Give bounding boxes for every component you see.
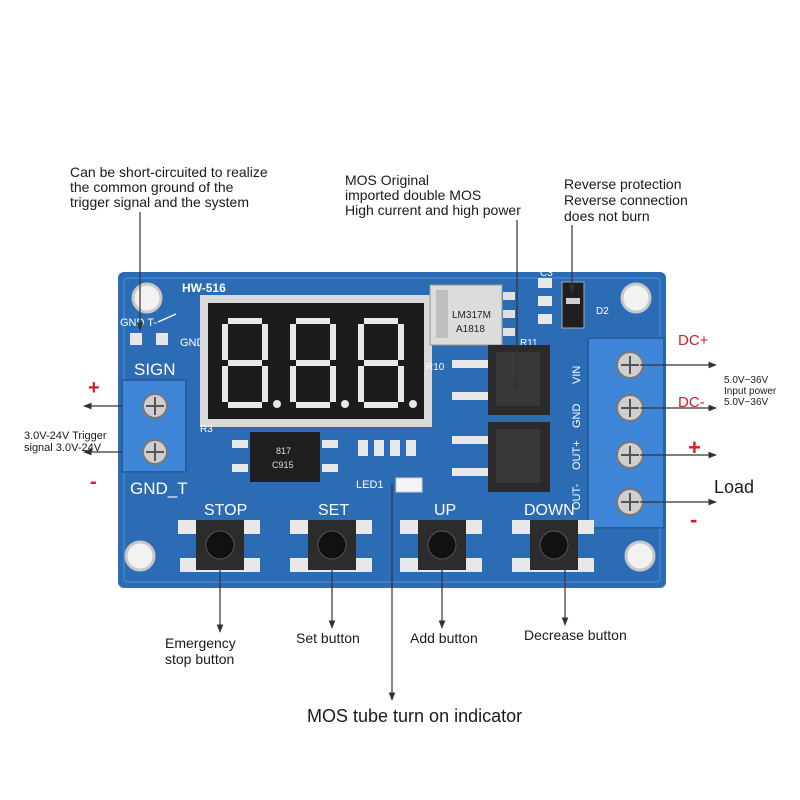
trigger-plus: + bbox=[88, 377, 100, 399]
up-button[interactable] bbox=[400, 520, 482, 572]
svg-text:does not burn: does not burn bbox=[564, 208, 650, 224]
svg-text:stop button: stop button bbox=[165, 651, 234, 667]
mosfet-2 bbox=[452, 422, 550, 492]
terminal-out-minus-label: OUT- bbox=[571, 483, 583, 510]
load-plus: + bbox=[688, 435, 701, 460]
svg-text:Input power: Input power bbox=[724, 386, 777, 397]
mosfet-1 bbox=[452, 345, 550, 415]
set-button[interactable] bbox=[290, 520, 372, 572]
svg-text:Reverse protection: Reverse protection bbox=[564, 176, 682, 192]
label-c3: C3 bbox=[540, 268, 553, 279]
annotation-trigger-signal: 3.0V-24V Trigger signal 3.0V-24V bbox=[24, 430, 107, 454]
button-silkscreen-labels: STOP SET UP DOWN bbox=[204, 502, 575, 519]
terminal-left-bottom: GND_T bbox=[130, 479, 188, 498]
set-label: SET bbox=[318, 502, 349, 519]
optocoupler bbox=[250, 432, 320, 482]
mounting-holes bbox=[124, 282, 656, 572]
svg-text:Emergency: Emergency bbox=[165, 635, 236, 651]
display-segments bbox=[222, 318, 417, 408]
leader-lines bbox=[83, 212, 717, 701]
annotation-reverse-protection: Reverse protection Reverse connection do… bbox=[564, 176, 688, 224]
svg-text:3.0V-24V Trigger: 3.0V-24V Trigger bbox=[24, 430, 107, 442]
jumper-pad-right bbox=[156, 333, 168, 345]
label-d2: D2 bbox=[596, 306, 609, 317]
annotation-decrease-button: Decrease button bbox=[524, 627, 627, 643]
svg-text:High current and high power: High current and high power bbox=[345, 202, 521, 218]
svg-text:Reverse connection: Reverse connection bbox=[564, 192, 688, 208]
terminal-vin-label: VIN bbox=[571, 366, 583, 384]
svg-text:trigger signal and the system: trigger signal and the system bbox=[70, 194, 249, 210]
led-label: LED1 bbox=[356, 479, 384, 491]
optocoupler-marking-1: 817 bbox=[276, 446, 291, 456]
annotation-emergency-stop: Emergency stop button bbox=[165, 635, 236, 667]
load-label: Load bbox=[714, 477, 754, 497]
load-minus: - bbox=[690, 507, 697, 532]
svg-text:the common ground of the: the common ground of the bbox=[70, 179, 234, 195]
label-r3: R3 bbox=[200, 424, 213, 435]
terminal-left-label: SIGN bbox=[134, 360, 176, 379]
jumper-label-top: GND T- bbox=[120, 317, 157, 329]
down-button[interactable] bbox=[512, 520, 594, 572]
down-label: DOWN bbox=[524, 502, 575, 519]
jumper-pad-left bbox=[130, 333, 142, 345]
optocoupler-marking-2: C915 bbox=[272, 460, 294, 470]
annotation-mos-original: MOS Original imported double MOS High cu… bbox=[345, 172, 521, 218]
dc-plus-label: DC+ bbox=[678, 332, 709, 349]
svg-text:Can be short-circuited to real: Can be short-circuited to realize bbox=[70, 164, 268, 180]
svg-text:MOS Original: MOS Original bbox=[345, 172, 429, 188]
annotation-set-button: Set button bbox=[296, 630, 360, 646]
mos-indicator-led bbox=[395, 477, 423, 493]
label-r10: R10 bbox=[426, 362, 445, 373]
svg-text:imported double MOS: imported double MOS bbox=[345, 187, 481, 203]
svg-text:signal 3.0V-24V: signal 3.0V-24V bbox=[24, 442, 102, 454]
annotation-input-power: 5.0V~36V Input power 5.0V~36V bbox=[724, 375, 777, 408]
dc-minus-label: DC- bbox=[678, 394, 705, 411]
svg-text:5.0V~36V: 5.0V~36V bbox=[724, 375, 769, 386]
terminal-out-plus-label: OUT+ bbox=[571, 440, 583, 470]
jumper-label-side: GND bbox=[180, 337, 205, 349]
terminal-gnd-label: GND bbox=[571, 404, 583, 429]
annotation-add-button: Add button bbox=[410, 630, 478, 646]
regulator-marking-1: LM317M bbox=[452, 310, 491, 321]
label-r11: R11 bbox=[520, 338, 538, 349]
annotation-mos-indicator: MOS tube turn on indicator bbox=[307, 706, 522, 726]
svg-text:5.0V~36V: 5.0V~36V bbox=[724, 397, 769, 408]
trigger-minus: - bbox=[90, 471, 97, 493]
annotation-common-ground: Can be short-circuited to realize the co… bbox=[70, 164, 268, 210]
up-label: UP bbox=[434, 502, 456, 519]
regulator-marking-2: A1818 bbox=[456, 324, 485, 335]
stop-label: STOP bbox=[204, 502, 247, 519]
board-model: HW-516 bbox=[182, 281, 226, 295]
protection-diode bbox=[561, 281, 585, 329]
